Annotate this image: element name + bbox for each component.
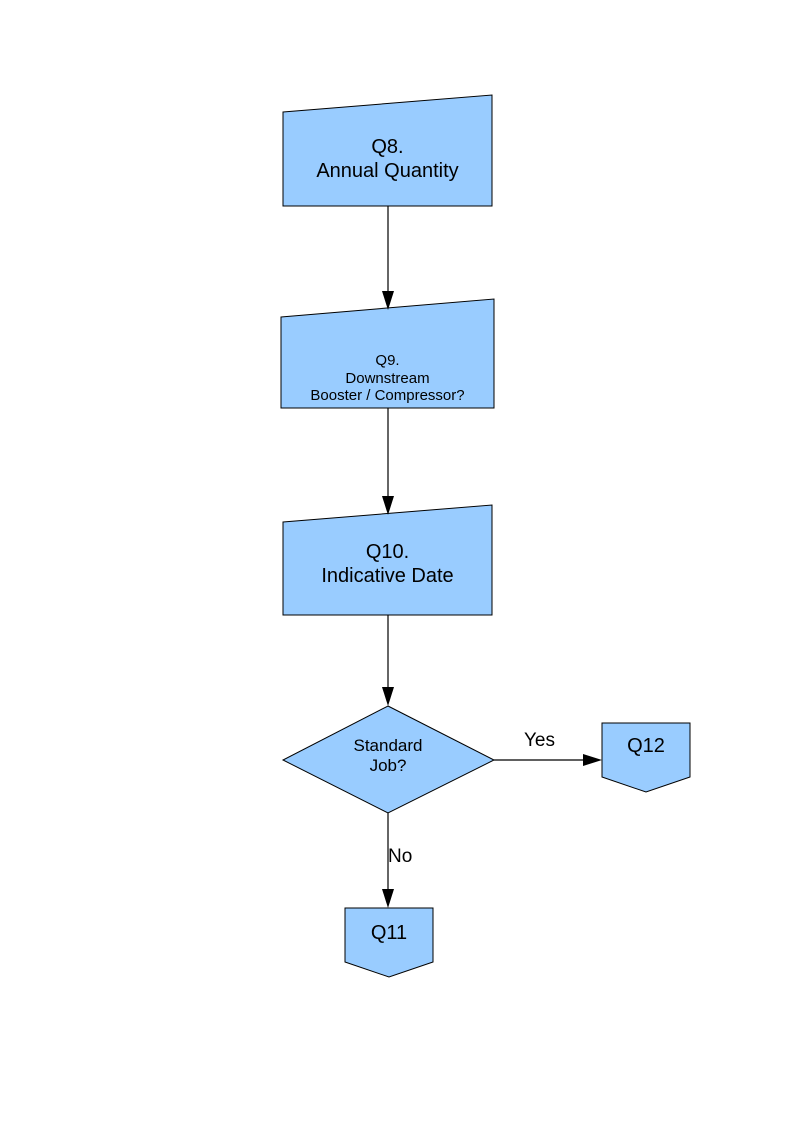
edge-q10-to-decision [382, 615, 394, 706]
edge-q9-to-q10 [382, 408, 394, 515]
edge-label-no: No [388, 846, 413, 867]
edge-q8-to-q9 [382, 206, 394, 310]
node-q10-shape[interactable] [282, 504, 493, 616]
node-q12-shape[interactable] [601, 722, 691, 793]
edge-decision-to-q12 [494, 754, 602, 766]
edge-decision-to-q12-arrowhead [583, 754, 602, 766]
node-decision-shape[interactable] [281, 705, 496, 814]
edge-decision-to-q11 [382, 813, 394, 908]
node-q8-shape[interactable] [282, 94, 493, 207]
edge-label-yes: Yes [524, 730, 555, 751]
edge-q9-to-q10-arrowhead [382, 496, 394, 515]
node-q9-shape[interactable] [280, 298, 495, 409]
edge-decision-to-q11-arrowhead [382, 889, 394, 908]
edge-q10-to-decision-arrowhead [382, 687, 394, 706]
node-q11-shape[interactable] [344, 907, 434, 978]
edge-q8-to-q9-arrowhead [382, 291, 394, 310]
